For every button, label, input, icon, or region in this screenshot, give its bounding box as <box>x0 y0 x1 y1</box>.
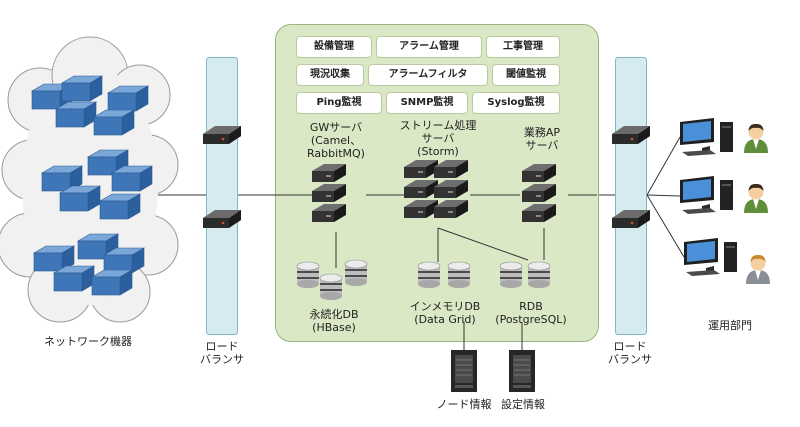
function-status-collection: 現況収集 <box>296 64 364 86</box>
rdb-label-line1: RDB <box>519 300 543 313</box>
function-syslog-monitoring: Syslog監視 <box>472 92 560 114</box>
function-snmp-monitoring: SNMP監視 <box>386 92 468 114</box>
load-balancer-left-column <box>206 57 238 335</box>
stream-server-label: ストリーム処理 サーバ (Storm) <box>394 119 482 158</box>
stream-server-stack <box>404 160 468 218</box>
gw-server-label: GWサーバ (Camel、 RabbitMQ) <box>296 121 376 160</box>
gw-server-label-line2: (Camel、 <box>310 134 362 147</box>
function-alarm-filter: アラームフィルタ <box>368 64 488 86</box>
lb-right-label-line1: ロード <box>613 340 647 353</box>
lb-right-device-1-front <box>612 126 650 144</box>
lb-right-label: ロード バランサ <box>604 340 656 366</box>
operations-label: 運用部門 <box>708 319 752 332</box>
business-server-stack <box>522 164 556 222</box>
lb-right-label-line2: バランサ <box>608 353 652 366</box>
lb-left-device-2-front <box>203 210 241 228</box>
config-info-storage <box>508 349 536 393</box>
stream-server-label-line1: ストリーム処理 <box>399 119 477 132</box>
operator-terminals <box>680 118 770 284</box>
inmemory-db-label-line2: (Data Grid) <box>414 313 476 326</box>
node-info-label: ノード情報 <box>436 398 492 411</box>
inmemory-db-label-line1: インメモリDB <box>409 300 481 313</box>
lb-left-label: ロード バランサ <box>196 340 248 366</box>
function-construction-management: 工事管理 <box>486 36 560 58</box>
stream-server-label-line2: サーバ <box>421 132 455 145</box>
load-balancer-right-column <box>615 57 647 335</box>
stream-server-label-line3: (Storm) <box>417 145 459 158</box>
rdb-cylinders <box>499 261 551 289</box>
lb-left-label-line1: ロード <box>205 340 239 353</box>
function-ping-monitoring: Ping監視 <box>296 92 382 114</box>
persistent-db-cylinders <box>296 259 368 301</box>
function-equipment-management: 設備管理 <box>296 36 372 58</box>
business-server-label: 業務AP サーバ <box>514 126 570 152</box>
business-server-label-line1: 業務AP <box>523 126 561 139</box>
rdb-label-line2: (PostgreSQL) <box>495 313 567 326</box>
inmemory-db-label: インメモリDB (Data Grid) <box>404 300 486 326</box>
lb-left-label-line2: バランサ <box>200 353 244 366</box>
inmemory-db-cylinders <box>417 261 471 289</box>
gw-server-label-line3: RabbitMQ) <box>307 147 365 160</box>
persistent-db-label-line1: 永続化DB <box>309 308 359 321</box>
config-info-label: 設定情報 <box>501 398 545 411</box>
gw-server-stack <box>312 164 346 222</box>
gw-server-label-line1: GWサーバ <box>309 121 363 134</box>
lb-right-device-2-front <box>612 210 650 228</box>
function-threshold-monitoring: 閾値監視 <box>492 64 560 86</box>
business-server-label-line2: サーバ <box>525 139 559 152</box>
rdb-label: RDB (PostgreSQL) <box>494 300 568 326</box>
persistent-db-label: 永続化DB (HBase) <box>298 308 370 334</box>
function-alarm-management: アラーム管理 <box>376 36 482 58</box>
lb-left-device-1-front <box>203 126 241 144</box>
persistent-db-label-line2: (HBase) <box>312 321 356 334</box>
network-label: ネットワーク機器 <box>44 335 132 348</box>
node-info-storage <box>450 349 478 393</box>
